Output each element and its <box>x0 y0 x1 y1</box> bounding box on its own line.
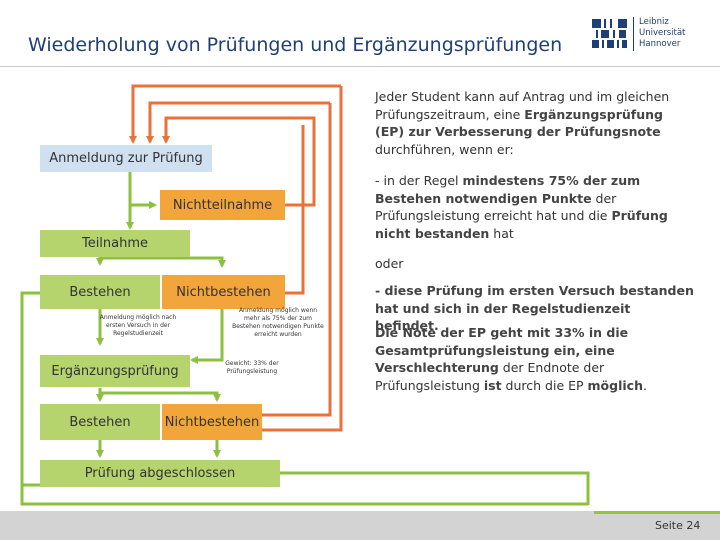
grade-text-a: Die Note der EP geht mit 33% in die Gesa… <box>375 325 629 358</box>
oder-label: oder <box>375 256 404 271</box>
arrow-loop-nichtbestehen1 <box>285 125 305 295</box>
condition-1-paragraph: - in der Regel mindestens 75% der zum Be… <box>375 172 695 242</box>
logo-line-1: Leibniz <box>639 17 669 27</box>
arrow-to-nichtteilnahme <box>128 172 157 209</box>
abgeschlossen-box: Prüfung abgeschlossen <box>40 460 280 487</box>
page-number: Seite 24 <box>655 519 701 532</box>
logo-mark-icon <box>592 19 627 48</box>
cond1-text-d: Prüfung nicht bestanden <box>375 208 668 241</box>
grade-text-c: der Endnote der Prüfungsleistung <box>375 360 605 393</box>
grade-text-e: durch die EP <box>501 377 588 393</box>
grade-text-f: möglich <box>587 377 643 393</box>
arrow-exit-to-footer <box>20 291 590 505</box>
bestehen-box-2: Bestehen <box>40 404 160 440</box>
arrow-to-nichtbestehen-2 <box>98 388 221 402</box>
condition-2-paragraph: - diese Prüfung im ersten Versuch bestan… <box>375 282 695 335</box>
intro-text-c: durchführen, wenn er: <box>375 141 514 157</box>
cond2-text: - diese Prüfung im ersten Versuch bestan… <box>375 283 694 333</box>
ergaenzung-box: Ergänzungsprüfung <box>40 355 190 387</box>
logo-wordmark: Leibniz Universität Hannover <box>639 17 685 50</box>
cond1-text-b: mindestens 75% der zum Bestehen notwendi… <box>375 173 641 206</box>
arrow-loop-outer <box>262 86 343 432</box>
footer-accent <box>594 511 720 514</box>
arrow-abgeschlossen-to-footer <box>20 485 588 506</box>
gewicht-note: Gewicht: 33% der Prüfungsleistung <box>225 360 279 375</box>
nichtbestehen-box-2: Nichtbestehen <box>162 404 262 440</box>
footer-band <box>0 511 720 540</box>
grade-paragraph: Die Note der EP geht mit 33% in die Gesa… <box>375 324 695 394</box>
nichtbestehen-box-1: Nichtbestehen <box>162 275 285 309</box>
bestehen-box-1: Bestehen <box>40 275 160 309</box>
logo-line-2: Universität <box>639 28 686 38</box>
intro-text-b: Ergänzungsprüfung (EP) zur Verbesserung … <box>375 106 663 140</box>
logo-line-3: Hannover <box>639 39 681 49</box>
cond1-text-e: hat <box>489 225 514 241</box>
teilnahme-box: Teilnahme <box>40 230 190 257</box>
grade-text-b: Verschlechterung <box>375 360 499 375</box>
arrow-to-anmeldung-outer <box>129 84 341 144</box>
cond1-text-a: - in der Regel <box>375 173 463 188</box>
arrow-loop-middle <box>262 103 332 417</box>
logo-divider <box>633 17 634 51</box>
cond1-text-c: der Prüfungsleistung erreicht hat und di… <box>375 190 617 224</box>
title-divider <box>0 66 720 67</box>
grade-text-g: . <box>642 377 647 393</box>
arrow-to-anmeldung-inner <box>146 101 330 144</box>
arrow-nichtbestehen1-to-ergaenzung <box>190 306 224 364</box>
page-title: Wiederholung von Prüfungen und Ergänzung… <box>28 34 563 56</box>
intro-paragraph: Jeder Student kann auf Antrag und im gle… <box>375 88 695 158</box>
note-right: Anmeldung möglich wenn mehr als 75% der … <box>232 307 324 338</box>
grade-text-d: ist <box>483 377 502 393</box>
note-left: Anmeldung möglich nach ersten Versuch in… <box>99 314 177 337</box>
nichtteilnahme-box: Nichtteilnahme <box>160 190 285 220</box>
university-logo: Leibniz Universität Hannover <box>592 17 702 53</box>
anmeldung-box: Anmeldung zur Prüfung <box>40 145 212 172</box>
intro-text-a: Jeder Student kann auf Antrag und im gle… <box>375 89 670 122</box>
